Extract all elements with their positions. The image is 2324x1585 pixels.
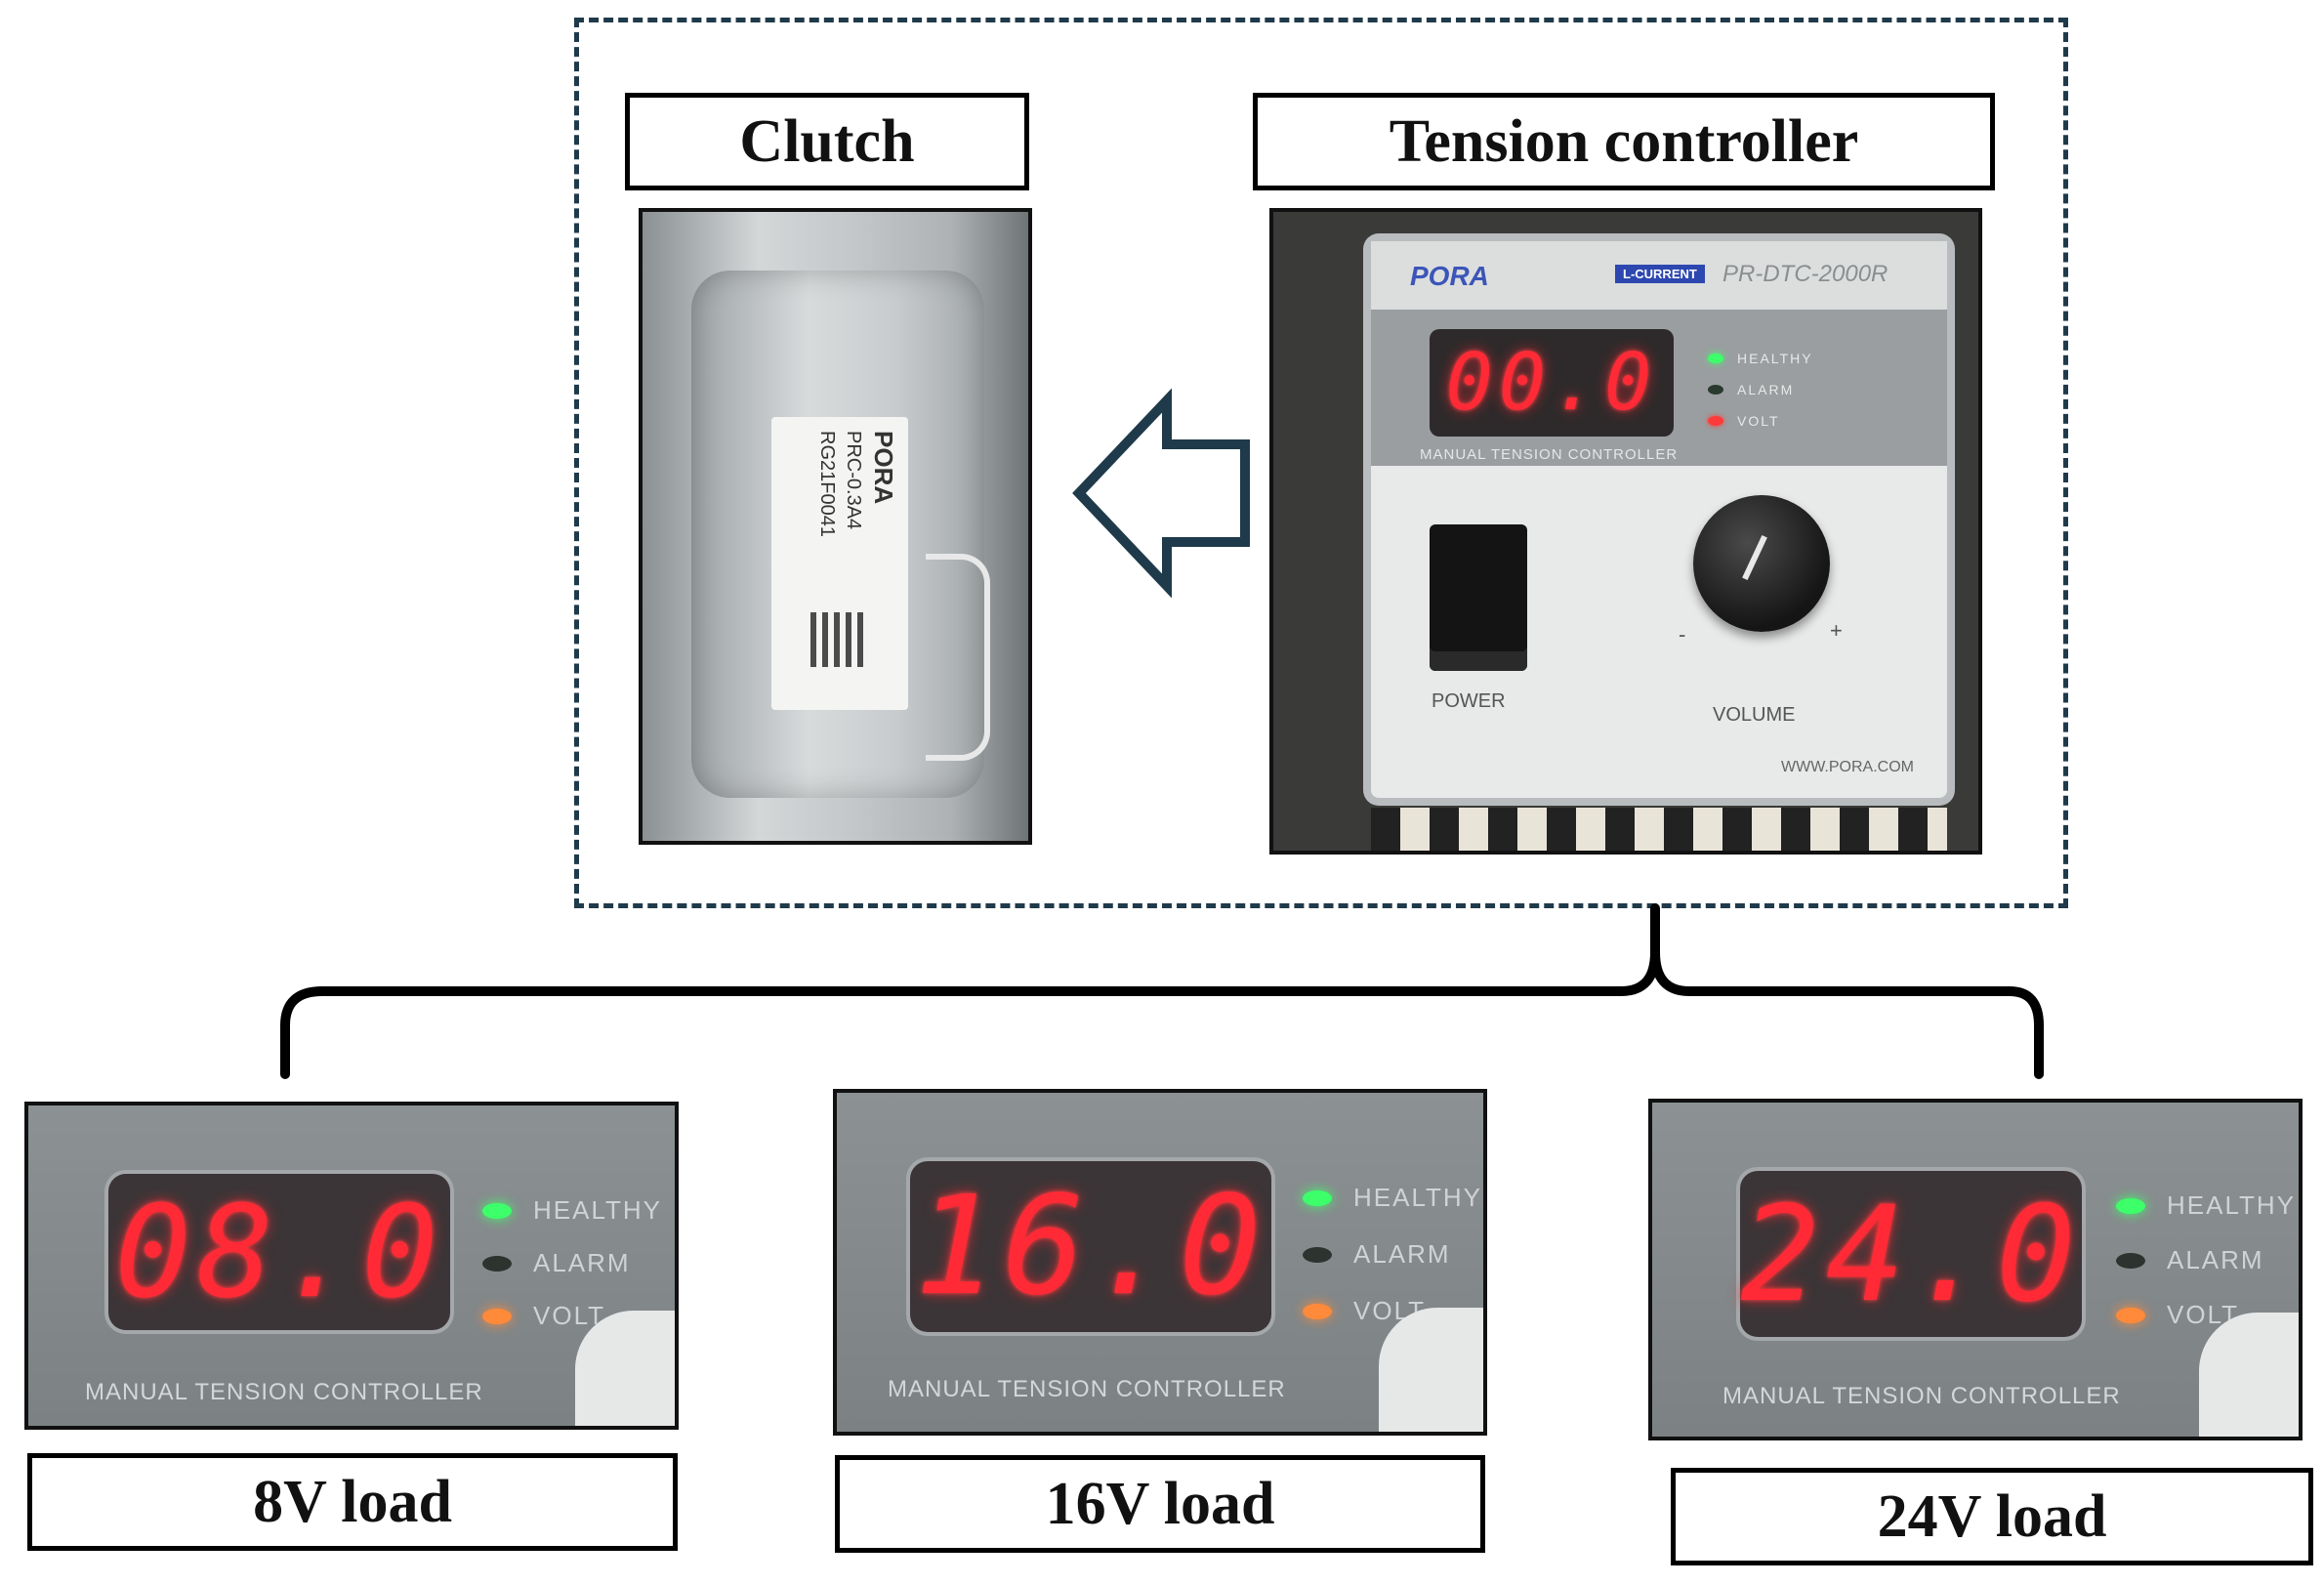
led-off-icon (1303, 1246, 1332, 1263)
led-green-icon (2116, 1197, 2145, 1214)
tension-controller-photo: PORA L-CURRENT PR-DTC-2000R 00.0 HEALTHY… (1269, 208, 1982, 855)
controller-display-screen: 00.0 (1430, 329, 1674, 437)
controller-led-volt-label: VOLT (1737, 413, 1780, 429)
load-24v-label-box: 24V load (1671, 1468, 2313, 1565)
knob-pointer-icon (1742, 534, 1767, 581)
controller-led-alarm: ALARM (1708, 382, 1794, 397)
panel-corner-8v (575, 1311, 675, 1426)
led-alarm-16v: ALARM (1303, 1239, 1451, 1270)
panel-corner-24v (2199, 1313, 2299, 1437)
led-volt-label-8v: VOLT (533, 1301, 605, 1330)
display-value-24v: 24.0 (1740, 1177, 2082, 1331)
display-screen-24v: 24.0 (1740, 1171, 2082, 1337)
display-screen-8v: 08.0 (108, 1174, 450, 1330)
led-volt-24v: VOLT (2116, 1300, 2239, 1330)
led-alarm-label-24v: ALARM (2167, 1245, 2264, 1274)
led-volt-8v: VOLT (482, 1301, 605, 1331)
controller-model: PR-DTC-2000R (1722, 261, 1888, 287)
panel-label-16v: MANUAL TENSION CONTROLLER (888, 1376, 1286, 1402)
controller-led-healthy-label: HEALTHY (1737, 351, 1813, 366)
led-off-icon (482, 1255, 512, 1272)
controller-brand: PORA (1410, 261, 1489, 291)
clutch-label-box: Clutch (625, 93, 1029, 190)
volume-label: VOLUME (1713, 704, 1796, 726)
led-healthy-label-24v: HEALTHY (2167, 1190, 2296, 1220)
volume-plus: + (1830, 618, 1843, 643)
led-red-icon (1708, 416, 1723, 426)
tension-controller-label: Tension controller (1389, 107, 1859, 175)
led-orange-icon (2116, 1307, 2145, 1323)
display-value-8v: 08.0 (114, 1178, 444, 1326)
led-healthy-16v: HEALTHY (1303, 1183, 1482, 1213)
load-8v-label: 8V load (253, 1468, 452, 1535)
panel-corner-16v (1379, 1308, 1483, 1432)
l-current-badge: L-CURRENT (1615, 265, 1705, 283)
led-alarm-label-8v: ALARM (533, 1248, 631, 1277)
load-24v-label: 24V load (1877, 1482, 2107, 1550)
load-16v-label-box: 16V load (835, 1455, 1485, 1553)
led-orange-icon (1303, 1303, 1332, 1319)
led-healthy-label-8v: HEALTHY (533, 1195, 662, 1225)
led-green-icon (1708, 354, 1723, 363)
display-screen-16v: 16.0 (910, 1161, 1271, 1332)
website-label: WWW.PORA.COM (1781, 759, 1914, 775)
controller-panel: PORA L-CURRENT PR-DTC-2000R 00.0 HEALTHY… (1371, 241, 1947, 798)
led-orange-icon (482, 1308, 512, 1324)
led-off-icon (2116, 1252, 2145, 1269)
clutch-label: Clutch (739, 107, 915, 175)
led-off-icon (1708, 385, 1723, 395)
controller-led-healthy: HEALTHY (1708, 351, 1813, 366)
qr-code-icon (810, 612, 865, 667)
panel-label-24v: MANUAL TENSION CONTROLLER (1722, 1383, 2121, 1409)
controller-display-value: 00.0 (1445, 337, 1658, 428)
clutch-photo: PORA PRC-0.3A4 RG21F0041 (639, 208, 1032, 845)
load-8v-label-box: 8V load (27, 1453, 678, 1551)
panel-label-8v: MANUAL TENSION CONTROLLER (85, 1379, 483, 1405)
clutch-brand: PORA (869, 431, 898, 505)
volume-minus: - (1679, 622, 1686, 647)
power-switch (1430, 524, 1527, 671)
led-healthy-label-16v: HEALTHY (1353, 1183, 1482, 1212)
clutch-cable (926, 554, 990, 761)
controller-panel-label: MANUAL TENSION CONTROLLER (1420, 446, 1679, 463)
arrow-left-icon (1072, 388, 1250, 599)
terminal-block (1371, 808, 1947, 851)
display-photo-8v: 08.0 HEALTHY ALARM VOLT MANUAL TENSION C… (24, 1102, 679, 1430)
led-alarm-label-16v: ALARM (1353, 1239, 1451, 1269)
power-label: POWER (1432, 690, 1506, 712)
tension-controller-label-box: Tension controller (1253, 93, 1995, 190)
system-group-dashed-border (574, 18, 2068, 908)
display-photo-24v: 24.0 HEALTHY ALARM VOLT MANUAL TENSION C… (1648, 1099, 2303, 1440)
grouping-brace (280, 903, 2044, 1079)
led-healthy-24v: HEALTHY (2116, 1190, 2296, 1221)
led-green-icon (482, 1202, 512, 1219)
volume-knob (1693, 495, 1830, 632)
display-value-16v: 16.0 (914, 1166, 1267, 1326)
led-alarm-24v: ALARM (2116, 1245, 2264, 1275)
load-16v-label: 16V load (1045, 1470, 1275, 1537)
controller-led-alarm-label: ALARM (1737, 382, 1795, 397)
led-alarm-8v: ALARM (482, 1248, 631, 1278)
led-healthy-8v: HEALTHY (482, 1195, 662, 1226)
display-photo-16v: 16.0 HEALTHY ALARM VOLT MANUAL TENSION C… (833, 1089, 1487, 1436)
controller-led-volt: VOLT (1708, 413, 1780, 429)
led-green-icon (1303, 1189, 1332, 1206)
clutch-label-sticker: PORA PRC-0.3A4 RG21F0041 (771, 417, 908, 710)
